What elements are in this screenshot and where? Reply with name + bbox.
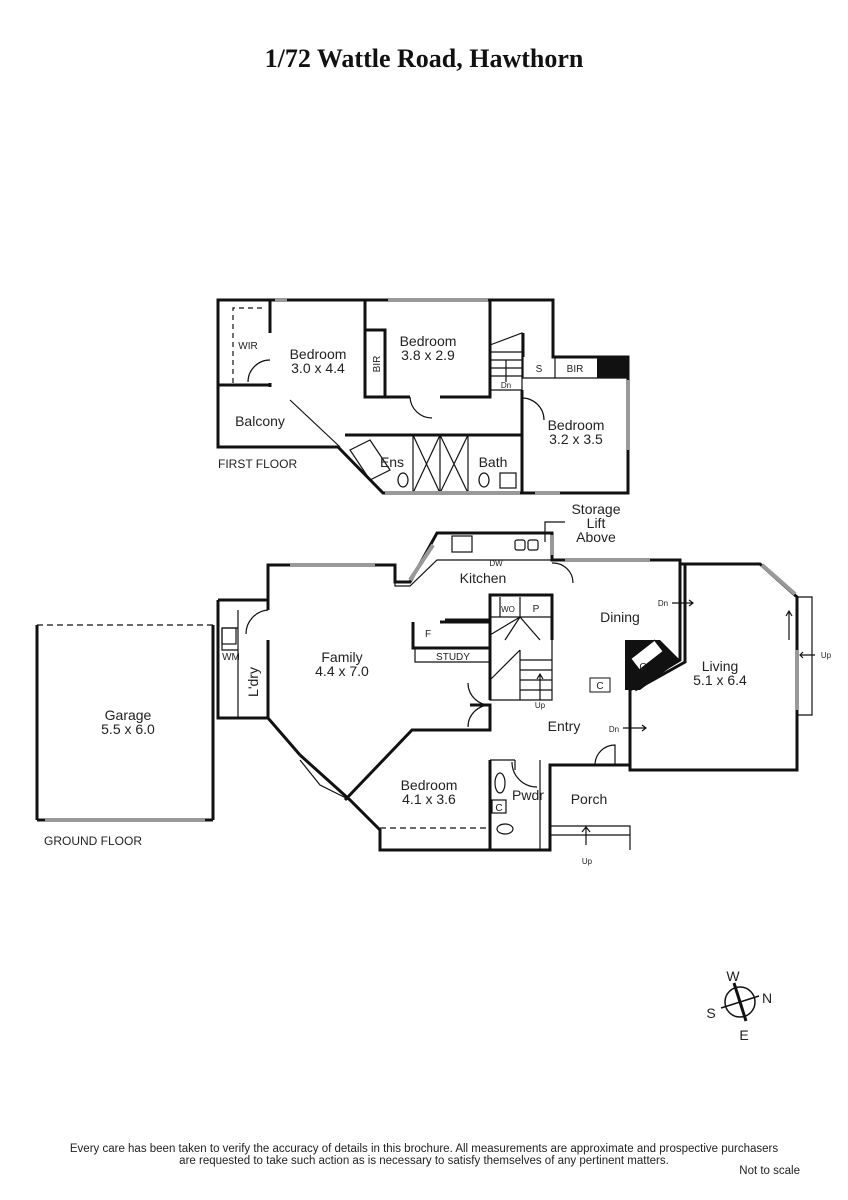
stairs-dn: Dn (501, 381, 511, 390)
page-title: 1/72 Wattle Road, Hawthorn (264, 44, 584, 73)
up-side-label: Up (821, 651, 832, 660)
first-floor-label: FIRST FLOOR (218, 457, 297, 471)
room-laundry: L'dry (245, 667, 261, 697)
room-bath: Bath (479, 454, 508, 470)
porch-up-label: Up (582, 857, 593, 866)
room-family-name: Family (321, 649, 362, 665)
room-living-name: Living (702, 658, 739, 674)
room-family-size: 4.4 x 7.0 (315, 663, 369, 679)
room-bedroom2-size: 3.8 x 2.9 (401, 347, 455, 363)
room-wir: WIR (238, 341, 257, 352)
dn-label-1: Dn (658, 599, 668, 608)
room-bedroom-size: 4.1 x 3.6 (402, 791, 456, 807)
room-kitchen: Kitchen (460, 570, 507, 586)
c-label-2: C (639, 662, 646, 673)
f-label: F (425, 629, 431, 640)
room-living-size: 5.1 x 6.4 (693, 672, 747, 688)
first-floor (216, 298, 630, 495)
room-dining: Dining (600, 609, 640, 625)
room-porch: Porch (571, 791, 608, 807)
dn-label-2: Dn (609, 725, 619, 734)
room-ens: Ens (380, 454, 404, 470)
stairs-up-label: Up (535, 701, 546, 710)
c-label-1: C (596, 681, 603, 692)
storage-lift-label: Storage Lift Above (571, 501, 620, 545)
room-bedroom2-name: Bedroom (400, 333, 457, 349)
room-bedroom-name: Bedroom (401, 777, 458, 793)
disclaimer: Every care has been taken to verify the … (0, 1143, 848, 1167)
room-s: S (536, 364, 543, 375)
dw-label: DW (489, 559, 503, 568)
room-bir1: BIR (372, 356, 383, 373)
compass-icon (720, 982, 760, 1022)
wo-label: WO (501, 605, 515, 614)
p-label: P (533, 604, 540, 615)
study-label: STUDY (436, 652, 470, 663)
disclaimer-line2: are requested to take such action as is … (179, 1155, 669, 1167)
room-garage-name: Garage (105, 707, 152, 723)
c-label-3: C (495, 803, 502, 814)
compass-n: N (762, 990, 772, 1006)
room-bedroom3-name: Bedroom (548, 417, 605, 433)
storage-line1: Storage (571, 501, 620, 517)
ground-floor (35, 521, 813, 852)
ground-floor-label: GROUND FLOOR (44, 834, 142, 848)
compass-s: S (706, 1005, 715, 1021)
room-entry: Entry (548, 718, 581, 734)
disclaimer-line1: Every care has been taken to verify the … (69, 1143, 779, 1155)
storage-line3: Above (576, 529, 616, 545)
wm-label: WM (222, 652, 240, 663)
room-balcony: Balcony (235, 413, 285, 429)
room-pwdr: Pwdr (512, 787, 544, 803)
room-bedroom3-size: 3.2 x 3.5 (549, 431, 603, 447)
room-bir2: BIR (567, 364, 584, 375)
room-bedroom1-name: Bedroom (290, 346, 347, 362)
compass-w: W (726, 968, 740, 984)
compass-e: E (739, 1027, 748, 1043)
storage-line2: Lift (587, 515, 606, 531)
not-to-scale-note: Not to scale (739, 1165, 800, 1177)
room-bedroom1-size: 3.0 x 4.4 (291, 360, 345, 376)
room-garage-size: 5.5 x 6.0 (101, 721, 155, 737)
